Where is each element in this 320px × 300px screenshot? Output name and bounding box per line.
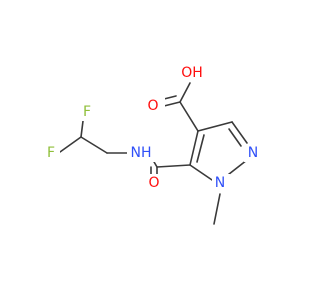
bond-cooh-oh — [179, 82, 191, 103]
bond-c4-c5 — [189, 130, 199, 166]
carboxyl-oxygen-label: O — [147, 98, 158, 114]
fluorine-top-label: F — [83, 104, 91, 120]
amide-nitrogen-label: NH — [131, 145, 152, 161]
atom-labels: OH O F F NH N N O — [42, 64, 262, 192]
bond-chf2-f-left — [59, 136, 82, 153]
ring-nitrogen-1-label: N — [215, 175, 225, 191]
molecule-structure: OH O F F NH N N O — [42, 64, 262, 225]
bond-c5-camide — [156, 164, 191, 168]
bond-n2-c3-double — [228, 128, 242, 147]
bond-c5-n1 — [189, 164, 216, 183]
bond-c4-c5-double — [196, 134, 205, 163]
molecule-canvas: OH O F F NH N N O — [42, 64, 262, 225]
bond-c4-cooh — [179, 101, 199, 132]
bond-ch2-chf2 — [80, 136, 108, 154]
fluorine-left-label: F — [47, 145, 55, 161]
hydroxyl-label: OH — [181, 65, 203, 81]
bond-n1-methyl — [213, 193, 221, 225]
bond-c3-c4 — [197, 121, 233, 132]
ring-nitrogen-2-label: N — [248, 145, 258, 161]
amide-oxygen-label: O — [148, 175, 159, 191]
bond-n2-c3 — [231, 121, 248, 144]
